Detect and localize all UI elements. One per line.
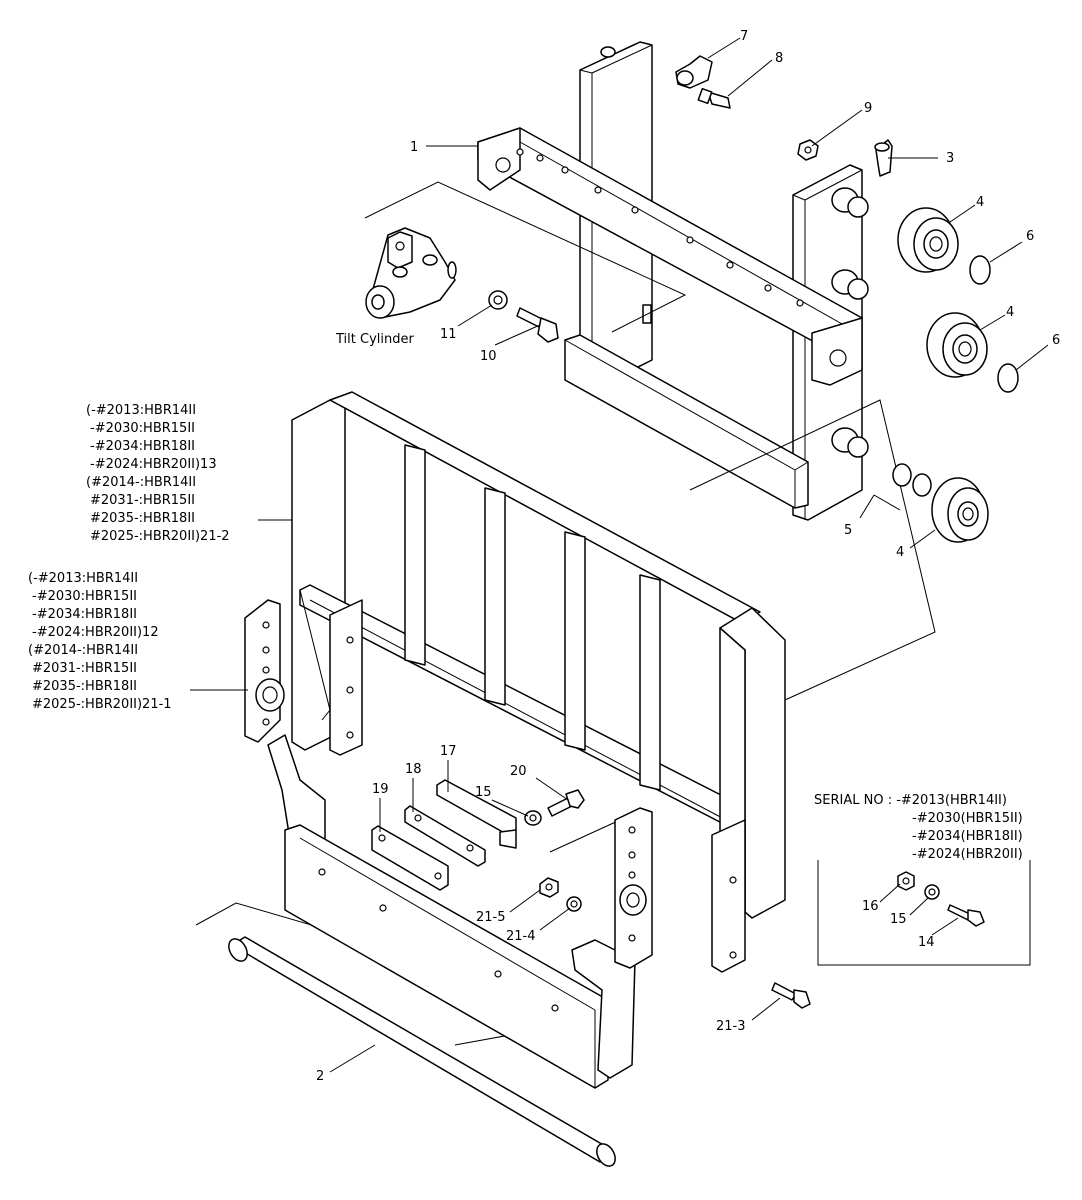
serial-line: -#2024(HBR20II) — [912, 847, 1023, 862]
roller-4-middle — [926, 312, 988, 378]
backrest-frame — [291, 391, 786, 973]
label-12-line: #2025-:HBR20II)21-1 — [32, 697, 172, 712]
crossbar-holes — [516, 148, 804, 307]
callout-5: 5 — [844, 523, 852, 538]
callout-15-box: 15 — [890, 912, 907, 927]
part-3-cap — [874, 139, 893, 177]
plate-18 — [404, 805, 486, 867]
callout-6-upper: 6 — [1026, 229, 1034, 244]
plate-19 — [371, 825, 449, 891]
callout-4-lower: 4 — [896, 545, 904, 560]
bolt-14 — [947, 904, 985, 927]
plate-17 — [436, 779, 517, 849]
bolt-20 — [547, 789, 585, 817]
callout-16: 16 — [862, 899, 879, 914]
shims-5 — [892, 463, 932, 497]
callout-15-center: 15 — [475, 785, 492, 800]
label-13-line: (-#2013:HBR14II — [86, 403, 196, 418]
callout-11: 11 — [440, 327, 457, 342]
label-13-line: (#2014-:HBR14II — [86, 475, 196, 490]
tilt-cylinder-label: Tilt Cylinder — [335, 332, 414, 347]
label-13-block: (-#2013:HBR14II -#2030:HBR15II -#2034:HB… — [86, 403, 230, 544]
callout-1: 1 — [410, 140, 418, 155]
leader-lines — [190, 37, 1049, 1073]
callout-8: 8 — [775, 51, 783, 66]
callout-3: 3 — [946, 151, 954, 166]
callout-6-middle: 6 — [1052, 333, 1060, 348]
part-8-screw — [697, 87, 731, 109]
bolt-10 — [516, 307, 559, 343]
callout-19: 19 — [372, 782, 389, 797]
serial-detail-box — [817, 860, 1031, 966]
serial-line: SERIAL NO : -#2013(HBR14II) — [814, 793, 1007, 808]
serial-line: -#2034(HBR18II) — [912, 829, 1023, 844]
callout-21-3: 21-3 — [716, 1019, 746, 1034]
callout-2: 2 — [316, 1069, 324, 1084]
label-13-line: #2035-:HBR18II — [90, 511, 195, 526]
callout-21-5: 21-5 — [476, 910, 506, 925]
part-9-nut — [797, 139, 819, 161]
fork-bracket — [244, 599, 653, 1089]
callout-18: 18 — [405, 762, 422, 777]
washer-11 — [488, 290, 508, 310]
label-12-line: #2035-:HBR18II — [32, 679, 137, 694]
fork-rod-2 — [228, 936, 616, 1167]
carriage-assembly — [477, 41, 869, 521]
label-12-line: (-#2013:HBR14II — [28, 571, 138, 586]
callout-21-4: 21-4 — [506, 929, 536, 944]
callout-labels: 7 8 9 3 1 4 6 4 6 5 4 11 10 Tilt Cylinde… — [316, 29, 1060, 1084]
nut-16 — [897, 871, 915, 891]
bolt-21-3 — [771, 982, 811, 1009]
callout-14: 14 — [918, 935, 935, 950]
callout-20: 20 — [510, 764, 527, 779]
nut-21-5 — [539, 877, 559, 898]
callout-7: 7 — [740, 29, 748, 44]
label-12-line: #2031-:HBR15II — [32, 661, 137, 676]
label-13-line: -#2024:HBR20II)13 — [90, 457, 217, 472]
tilt-cylinder — [365, 227, 457, 319]
callout-4-upper: 4 — [976, 195, 984, 210]
callout-9: 9 — [864, 101, 872, 116]
label-12-line: -#2024:HBR20II)12 — [32, 625, 159, 640]
ring-6-middle — [997, 363, 1019, 393]
label-13-line: -#2034:HBR18II — [90, 439, 195, 454]
label-12-line: -#2034:HBR18II — [32, 607, 137, 622]
roller-4-lower — [931, 477, 989, 543]
callout-10: 10 — [480, 349, 497, 364]
part-7-fitting — [675, 55, 713, 89]
washer-15-box — [924, 884, 940, 900]
label-13-line: #2025-:HBR20II)21-2 — [90, 529, 230, 544]
label-12-line: (#2014-:HBR14II — [28, 643, 138, 658]
label-12-block: (-#2013:HBR14II -#2030:HBR15II -#2034:HB… — [28, 571, 172, 712]
washer-21-4 — [566, 896, 582, 912]
ring-6-upper — [969, 255, 991, 285]
callout-17: 17 — [440, 744, 457, 759]
label-13-line: #2031-:HBR15II — [90, 493, 195, 508]
washer-15-center — [524, 810, 542, 826]
serial-label-block: SERIAL NO : -#2013(HBR14II) -#2030(HBR15… — [814, 793, 1023, 862]
roller-4-upper — [897, 207, 959, 273]
callout-4-middle: 4 — [1006, 305, 1014, 320]
label-12-line: -#2030:HBR15II — [32, 589, 137, 604]
label-13-line: -#2030:HBR15II — [90, 421, 195, 436]
serial-line: -#2030(HBR15II) — [912, 811, 1023, 826]
